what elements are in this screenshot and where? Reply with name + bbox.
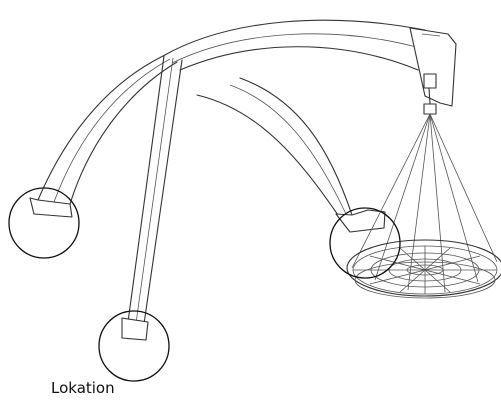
- swing-ropes: [351, 113, 498, 293]
- nest-swing-seat: [346, 239, 501, 299]
- top-beam: [162, 19, 426, 71]
- beam-head-block: [409, 27, 457, 115]
- back-left-arch-leg: [29, 55, 178, 218]
- location-circle-front-post-foot: [98, 310, 170, 382]
- location-circle-left-foot: [8, 187, 80, 259]
- location-circle-right-foot: [329, 207, 401, 279]
- caption-label: Lokation: [51, 379, 115, 397]
- front-post: [121, 55, 183, 341]
